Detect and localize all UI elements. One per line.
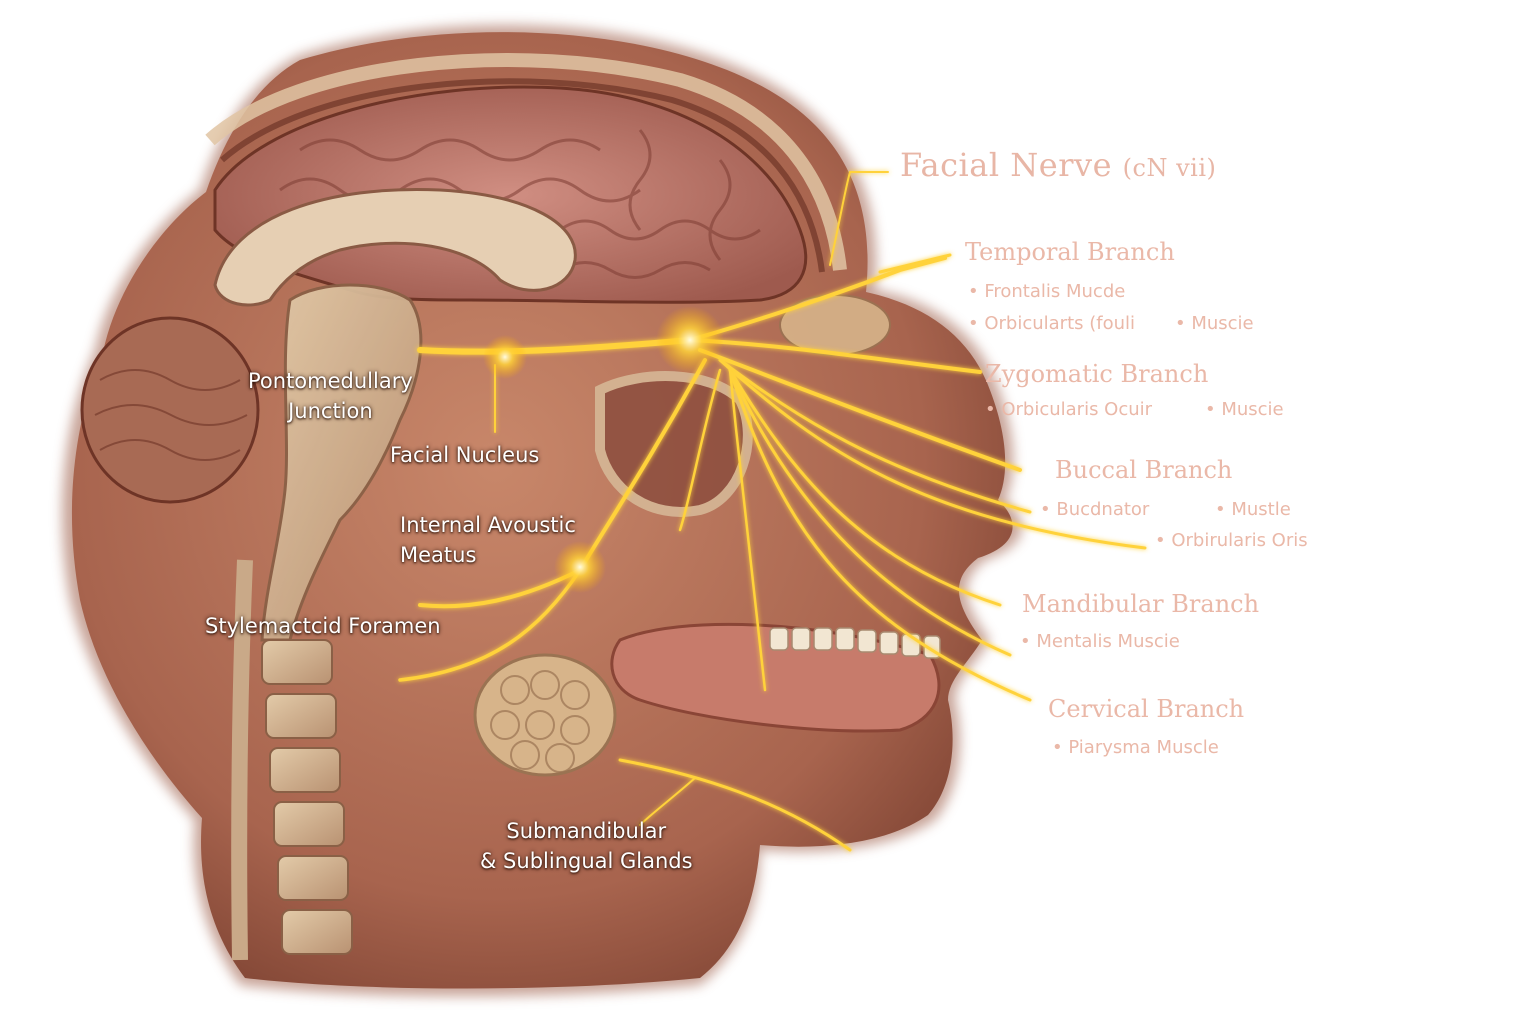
- cervical-spine: [261, 639, 353, 955]
- temporal-branch-title: Temporal Branch: [965, 238, 1175, 266]
- buccal-item-2: • Mustle: [1215, 499, 1291, 520]
- label-pontomedullary-line2: Junction: [288, 399, 373, 423]
- zygomatic-item-2: • Muscie: [1205, 399, 1284, 420]
- facial-nerve-branches: [398, 171, 1147, 852]
- buccal-item-1: • Bucdnator: [1040, 499, 1150, 520]
- temporal-item-1: • Frontalis Mucde: [968, 281, 1126, 302]
- brainstem: [260, 283, 423, 642]
- zygomatic-branch-title: Zygomatic Branch: [985, 360, 1209, 388]
- glow-facial-nucleus: [483, 335, 527, 379]
- label-internal-meatus-line1: Internal Avoustic: [400, 513, 576, 537]
- title-sub: (cN vii): [1122, 154, 1217, 182]
- gland-lobules: [490, 670, 590, 773]
- label-stylomastoid-foramen: Stylemactcid Foramen: [205, 614, 441, 638]
- cervical-branch-title: Cervical Branch: [1048, 695, 1245, 723]
- cerebellum: [80, 316, 260, 504]
- label-pontomedullary-junction: Pontomedullary Junction: [248, 366, 413, 426]
- label-facial-nucleus: Facial Nucleus: [390, 443, 540, 467]
- label-glands: Submandibular & Sublingual Glands: [480, 816, 693, 876]
- label-pontomedullary-line1: Pontomedullary: [248, 369, 413, 393]
- label-glands-line1: Submandibular: [506, 819, 667, 843]
- spinal-cord: [231, 559, 253, 961]
- label-glands-line2: & Sublingual Glands: [480, 849, 693, 873]
- mandibular-item-1: • Mentalis Muscie: [1020, 631, 1180, 652]
- temporal-item-3: • Muscie: [1175, 313, 1254, 334]
- skull-outer-band: [205, 53, 847, 271]
- label-internal-acoustic-meatus: Internal Avoustic Meatus: [400, 510, 576, 570]
- buccal-branch-title: Buccal Branch: [1055, 456, 1233, 484]
- brain-gyri: [279, 129, 761, 279]
- orbit: [595, 371, 753, 517]
- cerebellum-folia: [94, 369, 248, 461]
- cervical-item-1: • Piarysma Muscle: [1052, 737, 1219, 758]
- nasal-gland: [779, 294, 891, 356]
- corpus-callosum: [213, 187, 577, 307]
- mandibular-branch-title: Mandibular Branch: [1022, 590, 1260, 618]
- title-main: Facial Nerve: [900, 146, 1112, 184]
- diagram-title: Facial Nerve (cN vii): [900, 146, 1216, 184]
- glow-stylomastoid: [554, 541, 606, 593]
- zygomatic-item-1: • Orbicularis Ocuir: [985, 399, 1153, 420]
- tongue: [610, 622, 941, 733]
- skull-inner-band: [220, 78, 825, 273]
- glow-geniculate: [656, 306, 724, 374]
- parotid-gland: [473, 653, 617, 777]
- buccal-item-3: • Orbirularis Oris: [1155, 530, 1308, 551]
- temporal-item-2: • Orbicularts (fouli: [968, 313, 1136, 334]
- label-internal-meatus-line2: Meatus: [400, 543, 477, 567]
